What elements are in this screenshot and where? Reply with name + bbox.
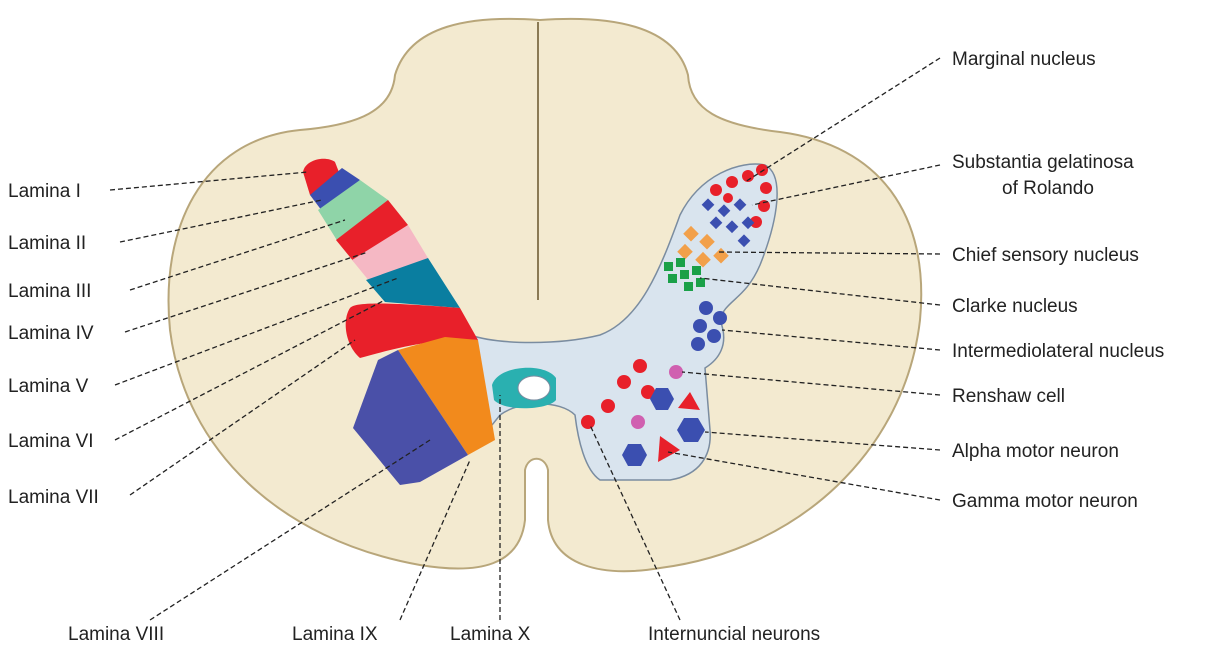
white-matter xyxy=(169,19,922,571)
label-marginal-nucleus: Marginal nucleus xyxy=(952,49,1096,70)
central-canal xyxy=(518,376,550,400)
label-clarke-nucleus: Clarke nucleus xyxy=(952,296,1078,317)
label-lamina-ii: Lamina II xyxy=(8,233,86,254)
label-lamina-vi: Lamina VI xyxy=(8,431,94,452)
label-lamina-x: Lamina X xyxy=(450,624,531,645)
label-substantia-gelatinosa-line2: of Rolando xyxy=(1002,178,1094,199)
label-lamina-v: Lamina V xyxy=(8,376,89,397)
label-chief-sensory-nucleus: Chief sensory nucleus xyxy=(952,245,1139,266)
label-substantia-gelatinosa-line1: Substantia gelatinosa xyxy=(952,152,1134,173)
label-lamina-ix: Lamina IX xyxy=(292,624,378,645)
label-alpha-motor-neuron: Alpha motor neuron xyxy=(952,441,1119,462)
label-internuncial-neurons: Internuncial neurons xyxy=(648,624,820,645)
label-lamina-i: Lamina I xyxy=(8,181,81,202)
label-intermediolateral-nucleus: Intermediolateral nucleus xyxy=(952,341,1164,362)
label-gamma-motor-neuron: Gamma motor neuron xyxy=(952,491,1138,512)
label-lamina-iii: Lamina III xyxy=(8,281,91,302)
label-lamina-viii: Lamina VIII xyxy=(68,624,164,645)
label-lamina-vii: Lamina VII xyxy=(8,487,99,508)
label-lamina-iv: Lamina IV xyxy=(8,323,94,344)
label-renshaw-cell: Renshaw cell xyxy=(952,386,1065,407)
